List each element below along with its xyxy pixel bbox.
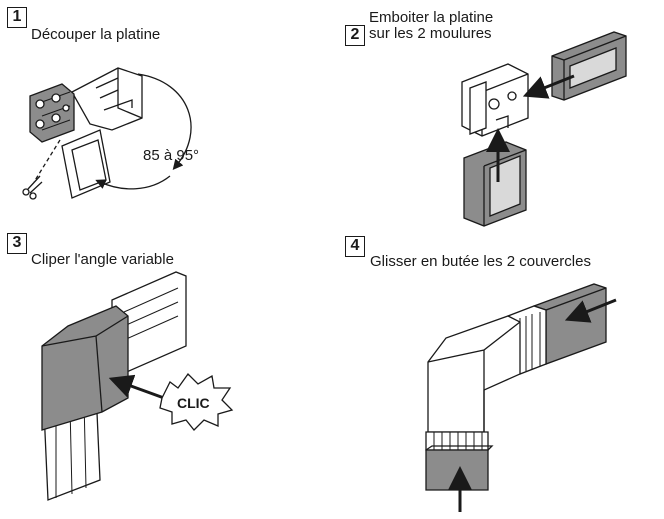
step-1-title: Découper la platine	[31, 26, 161, 43]
step-2-illustration	[461, 31, 627, 227]
step-4-title: Glisser en butée les 2 couvercles	[370, 253, 591, 270]
step-3-number: 3	[7, 233, 27, 254]
scissors-icon	[22, 175, 43, 200]
step-3-title: Cliper l'angle variable	[31, 251, 174, 268]
step-3-illustration	[41, 271, 234, 501]
clic-label: CLIC	[177, 395, 210, 411]
step-4-number: 4	[345, 236, 365, 257]
step-2-title: Emboiter la platine sur les 2 moulures	[369, 9, 494, 42]
step-1-illustration	[22, 67, 192, 200]
step-1-number: 1	[7, 7, 27, 28]
step-2-number: 2	[345, 25, 365, 46]
step-4-illustration	[425, 283, 617, 512]
angle-label: 85 à 95°	[143, 147, 199, 164]
clic-burst	[159, 372, 234, 431]
